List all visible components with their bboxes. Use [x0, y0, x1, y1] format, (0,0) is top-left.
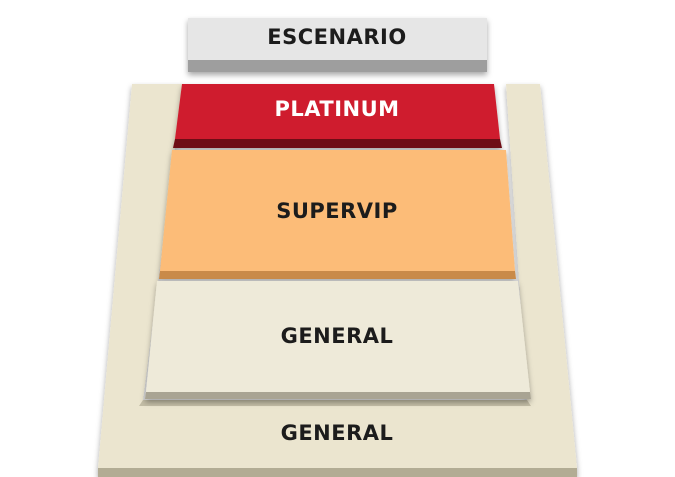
zone-general-outer[interactable]: GENERAL	[98, 84, 577, 477]
zone-general-outer-shape	[98, 84, 577, 468]
zone-stage-shape	[188, 18, 487, 60]
zone-platinum-label: PLATINUM	[274, 97, 399, 121]
zone-supervip-label: SUPERVIP	[276, 199, 398, 223]
zone-stage-label: ESCENARIO	[267, 25, 406, 49]
zone-general-floor-side	[145, 392, 531, 399]
zone-general-floor[interactable]: GENERAL	[145, 281, 531, 399]
zone-general-outer-side	[98, 468, 577, 477]
zone-stage-side	[188, 60, 487, 72]
zone-general-floor-label: GENERAL	[281, 324, 394, 348]
zone-general-floor-shape	[146, 281, 530, 392]
zone-platinum-shape	[175, 84, 500, 139]
zone-supervip-side	[159, 271, 516, 279]
zone-platinum-side	[173, 139, 502, 148]
zone-general-outer-inner-wall	[139, 400, 531, 406]
zone-general-outer-label: GENERAL	[281, 421, 394, 445]
zone-supervip[interactable]: SUPERVIP	[159, 150, 516, 279]
zone-stage[interactable]: ESCENARIO	[188, 18, 487, 72]
zone-supervip-shape	[160, 150, 515, 271]
zone-platinum[interactable]: PLATINUM	[173, 84, 502, 148]
